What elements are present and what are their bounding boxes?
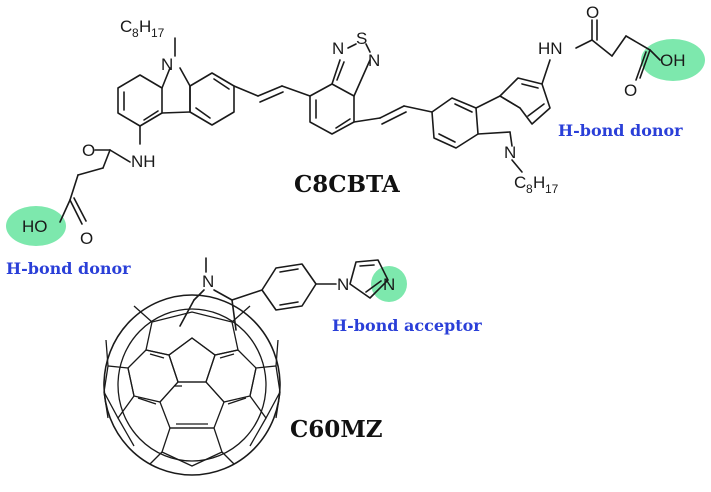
imidazole-n1: N xyxy=(337,275,349,294)
imidazole-n3-acceptor: N xyxy=(383,275,395,294)
vinyl-bond-left-d xyxy=(281,85,311,97)
right-octyl-c-sub: 8 xyxy=(526,182,533,196)
left-octyl-h-sub: 17 xyxy=(151,26,165,40)
right-octyl-h: H xyxy=(533,173,545,192)
left-acid-ho: HO xyxy=(22,217,48,236)
compound-name-c8cbta: C8CBTA xyxy=(294,171,401,198)
vinyl-bond-left-c xyxy=(259,91,284,103)
right-acid-oh: OH xyxy=(660,51,686,70)
vinyl-bond-left-b xyxy=(257,85,283,97)
vinyl-bond-right-d xyxy=(403,105,433,113)
c60-fullerene xyxy=(103,294,281,476)
hbond-donor-highlight-right xyxy=(641,39,705,81)
hbond-acceptor-highlight xyxy=(371,266,407,302)
right-carbazole xyxy=(431,19,661,173)
btd-nitrogen-left: N xyxy=(332,39,344,58)
annotation-hbond-donor-left: H-bond donor xyxy=(6,259,131,278)
pyrrolidine-nitrogen: N xyxy=(202,272,214,291)
right-amide-oxygen: O xyxy=(586,3,599,22)
left-octyl-h: H xyxy=(139,17,151,36)
right-octyl-h-sub: 17 xyxy=(545,182,559,196)
left-carbazole-nitrogen: N xyxy=(161,55,173,74)
vinyl-bond-left-a xyxy=(233,85,259,97)
right-amide-hn: HN xyxy=(538,39,563,58)
vinyl-bond-right-c xyxy=(381,111,407,125)
annotation-hbond-acceptor: H-bond acceptor xyxy=(332,316,482,335)
pyrrolidine-imidazole-arm xyxy=(179,257,389,331)
right-carbazole-nitrogen: N xyxy=(504,143,516,162)
annotation-hbond-donor-right: H-bond donor xyxy=(558,121,683,140)
left-amide-nh: NH xyxy=(131,152,156,171)
btd-sulfur: S xyxy=(356,29,367,48)
hbond-donor-highlight-left xyxy=(6,206,66,246)
vinyl-bond-right-b xyxy=(379,105,405,119)
left-octyl-c-sub: 8 xyxy=(132,26,139,40)
compound-name-c60mz: C60MZ xyxy=(290,416,383,443)
left-octyl-c: C xyxy=(120,17,132,36)
btd-nitrogen-right: N xyxy=(368,51,380,70)
left-acid-oxygen: O xyxy=(80,229,93,248)
left-amide-oxygen: O xyxy=(82,141,95,160)
right-acid-oxygen: O xyxy=(624,81,637,100)
right-octyl-c: C xyxy=(514,173,526,192)
left-carbazole xyxy=(59,37,235,225)
vinyl-bond-right-a xyxy=(353,117,381,123)
